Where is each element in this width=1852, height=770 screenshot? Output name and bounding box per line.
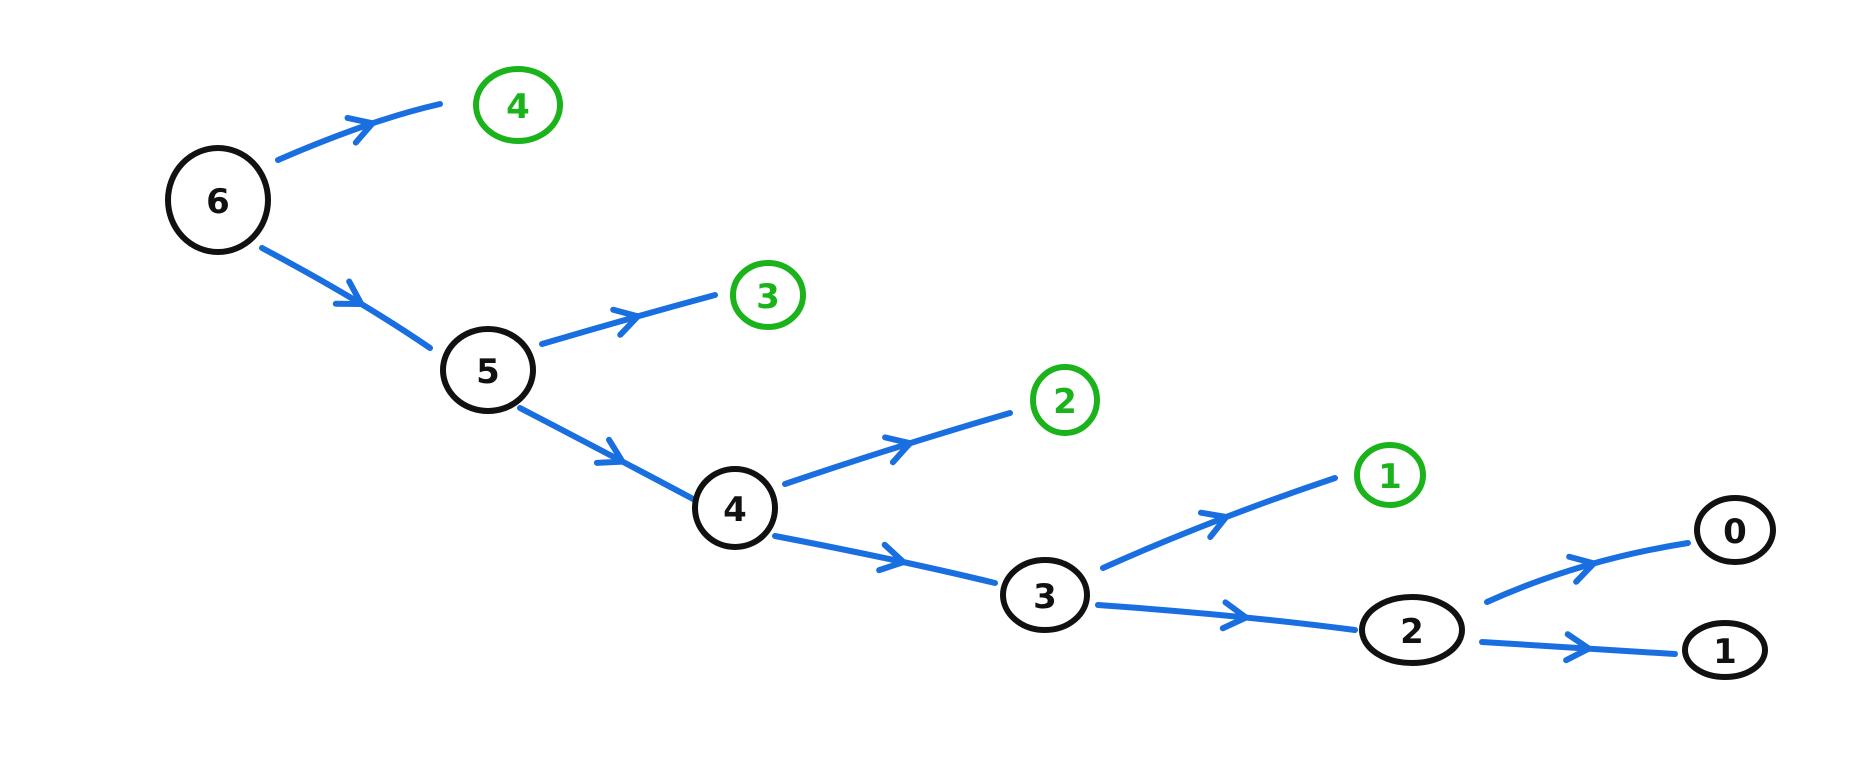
node-n5: 5 bbox=[440, 326, 536, 414]
node-n1: 1 bbox=[1682, 620, 1768, 680]
edge-line bbox=[1479, 639, 1678, 657]
node-label: 2 bbox=[1053, 382, 1077, 422]
node-label: 6 bbox=[206, 182, 230, 222]
node-n4: 4 bbox=[692, 466, 778, 550]
edge-n4-m2 bbox=[782, 410, 1013, 487]
edge-line bbox=[782, 410, 1013, 487]
node-circle bbox=[1354, 442, 1426, 508]
node-label: 2 bbox=[1400, 612, 1424, 652]
node-m4: 4 bbox=[473, 66, 563, 144]
node-label: 4 bbox=[506, 87, 530, 127]
arrow-head-icon bbox=[593, 436, 626, 466]
edge-n3-n2 bbox=[1095, 599, 1358, 633]
arrow-head-icon bbox=[876, 541, 907, 574]
node-circle bbox=[1359, 594, 1465, 666]
node-n3: 3 bbox=[1000, 557, 1090, 633]
node-label: 3 bbox=[1033, 577, 1057, 617]
node-circle bbox=[692, 466, 778, 550]
node-m2: 2 bbox=[1030, 364, 1100, 436]
node-circle bbox=[1030, 364, 1100, 436]
node-circle bbox=[1000, 557, 1090, 633]
arrow-head-icon bbox=[1563, 631, 1592, 664]
arrow-head-icon bbox=[1219, 599, 1250, 632]
edge-n2-n1 bbox=[1479, 631, 1678, 664]
edge-line bbox=[539, 292, 718, 347]
edge-line bbox=[1484, 540, 1691, 605]
edge-line bbox=[772, 533, 998, 586]
node-label: 3 bbox=[756, 277, 780, 317]
edge-line bbox=[517, 405, 698, 503]
arrow-head-icon bbox=[1197, 509, 1230, 541]
node-n6: 6 bbox=[165, 145, 271, 255]
arrow-head-icon bbox=[344, 114, 376, 146]
node-label: 0 bbox=[1723, 512, 1747, 552]
edges-layer bbox=[259, 101, 1691, 664]
arrow-head-icon bbox=[332, 278, 365, 307]
edge-n6-n5 bbox=[259, 245, 433, 351]
arrow-head-icon bbox=[1566, 553, 1597, 585]
edge-n6-m4 bbox=[275, 101, 443, 163]
node-circle bbox=[730, 260, 806, 330]
node-m1: 1 bbox=[1354, 442, 1426, 508]
arrow-head-icon bbox=[610, 306, 641, 338]
node-label: 5 bbox=[476, 352, 500, 392]
nodes-layer: 6 4 5 3 4 2 3 1 2 0 1 bbox=[165, 66, 1776, 680]
node-circle bbox=[165, 145, 271, 255]
node-circle bbox=[1682, 620, 1768, 680]
edge-n4-n3 bbox=[772, 533, 998, 586]
edge-line bbox=[1100, 475, 1338, 571]
edge-n5-m3 bbox=[539, 292, 718, 347]
edge-line bbox=[1095, 602, 1358, 633]
node-label: 4 bbox=[723, 490, 747, 530]
arrow-head-icon bbox=[882, 434, 913, 466]
edge-n2-n0 bbox=[1484, 540, 1691, 605]
node-label: 1 bbox=[1378, 457, 1402, 497]
node-circle bbox=[1694, 495, 1776, 565]
node-n0: 0 bbox=[1694, 495, 1776, 565]
edge-line bbox=[275, 101, 443, 163]
node-circle bbox=[440, 326, 536, 414]
edge-n5-n4 bbox=[517, 405, 698, 503]
node-label: 1 bbox=[1713, 632, 1737, 672]
node-circle bbox=[473, 66, 563, 144]
node-m3: 3 bbox=[730, 260, 806, 330]
edge-line bbox=[259, 245, 433, 351]
edge-n3-m1 bbox=[1100, 475, 1338, 571]
node-n2: 2 bbox=[1359, 594, 1465, 666]
